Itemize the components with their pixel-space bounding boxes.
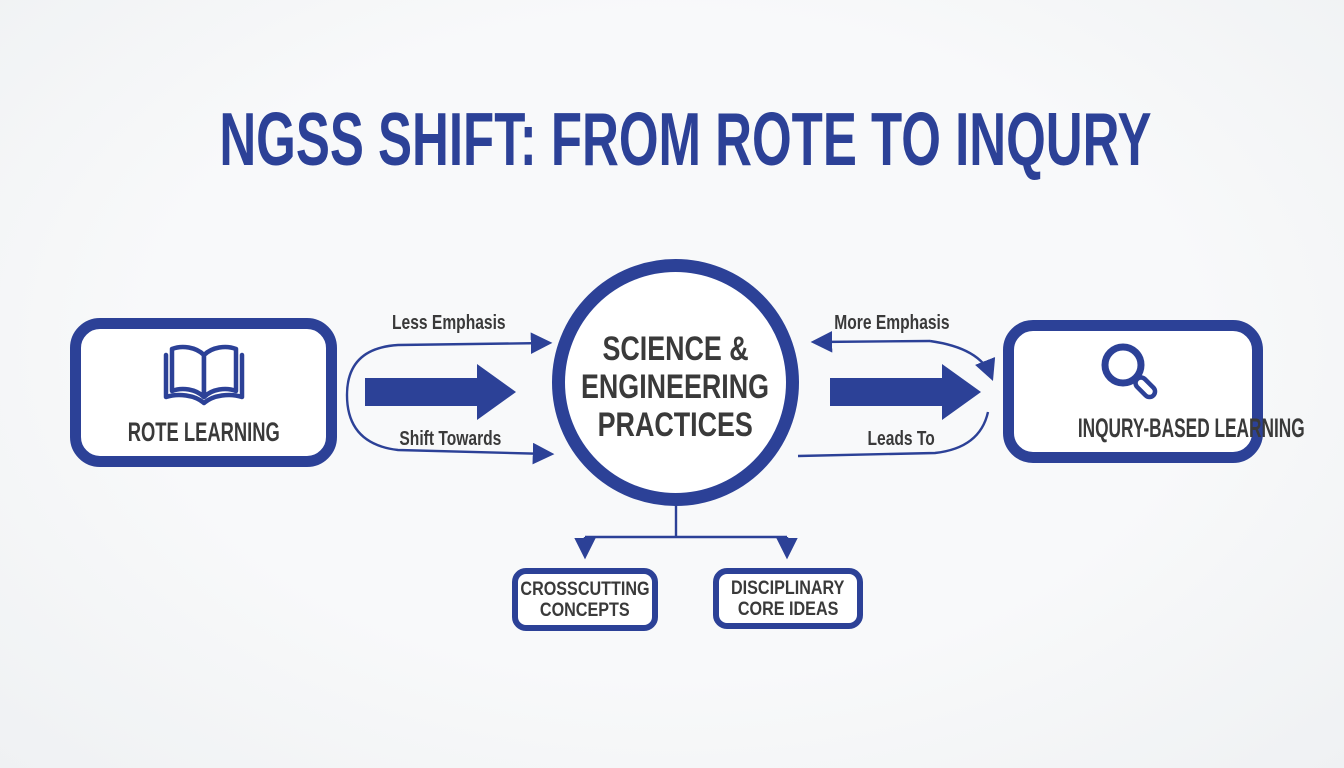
center-node-line-3: PRACTICES — [597, 405, 754, 444]
diagram-title: NGSS SHIFT: FROM ROTE TO INQURY — [0, 102, 1344, 177]
crosscutting-concepts-box: CROSSCUTTING CONCEPTS — [512, 568, 658, 631]
center-node-line-1: SCIENCE & — [602, 329, 749, 368]
more-emphasis-arrow-left — [810, 331, 931, 353]
rote-learning-box: ROTE LEARNING — [70, 318, 337, 467]
magnifier-icon — [1091, 335, 1175, 424]
disciplinary-line-1: DISCIPLINARY — [731, 577, 845, 599]
crosscutting-line-2: CONCEPTS — [540, 599, 630, 621]
thick-arrow-left — [365, 364, 516, 420]
thick-arrow-right — [830, 364, 981, 420]
diagram-title-text: NGSS SHIFT: FROM ROTE TO INQURY — [219, 97, 1152, 181]
science-engineering-practices-node: SCIENCE & ENGINEERING PRACTICES — [552, 259, 799, 506]
less-emphasis-arrow — [345, 332, 553, 396]
shift-towards-label: Shift Towards — [399, 428, 501, 450]
more-emphasis-arrow-curve — [929, 339, 996, 382]
leads-to-curve — [797, 411, 990, 458]
center-node-line-2: ENGINEERING — [581, 367, 770, 406]
disciplinary-line-2: CORE IDEAS — [737, 598, 839, 620]
disciplinary-core-ideas-box: DISCIPLINARY CORE IDEAS — [713, 568, 863, 629]
rote-learning-label: ROTE LEARNING — [127, 417, 280, 447]
more-emphasis-label: More Emphasis — [834, 312, 950, 334]
shift-towards-arrow — [345, 394, 555, 465]
open-book-icon — [158, 339, 250, 418]
inquiry-based-learning-box: INQURY-BASED LEARNING — [1003, 320, 1305, 463]
crosscutting-line-1: CROSSCUTTING — [520, 578, 650, 600]
leads-to-label: Leads To — [867, 428, 935, 450]
inquiry-based-learning-label: INQURY-BASED LEARNING — [1077, 413, 1305, 443]
less-emphasis-label: Less Emphasis — [392, 312, 506, 334]
